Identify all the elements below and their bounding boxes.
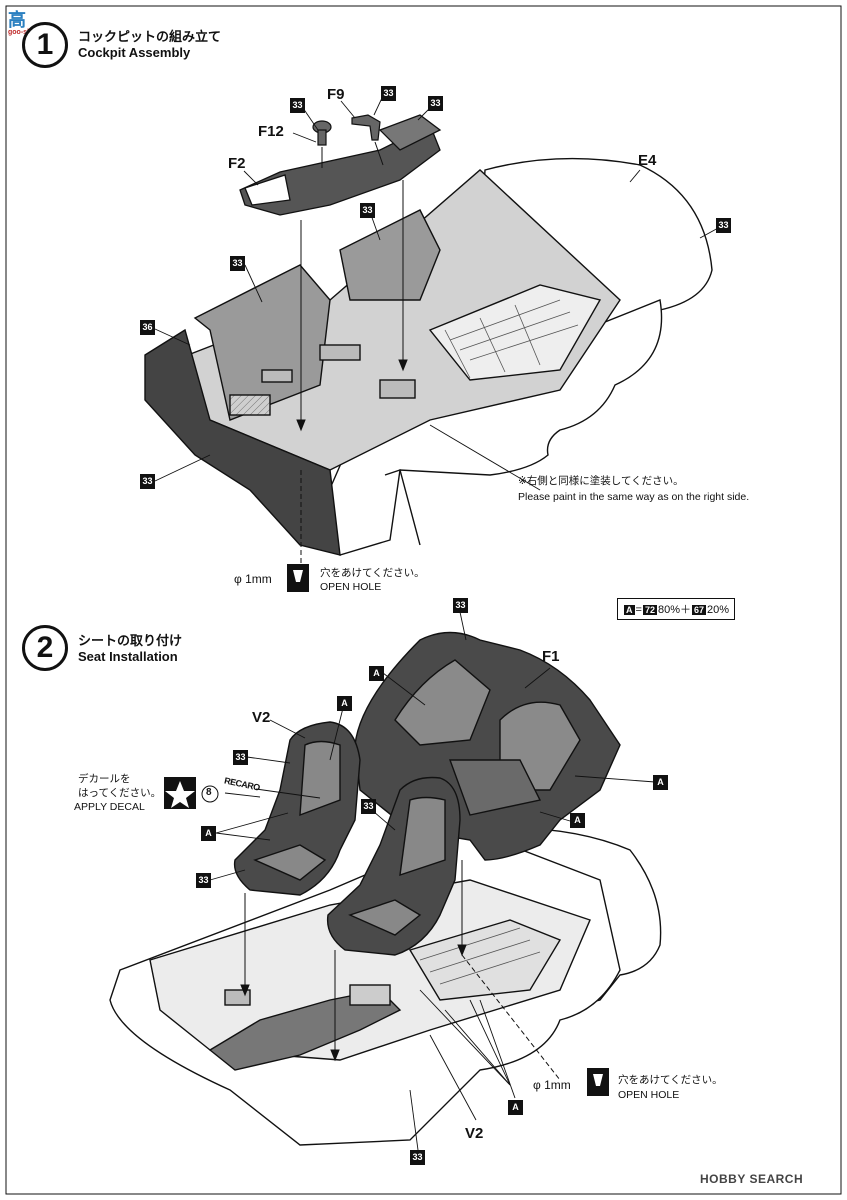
color-code-a: A — [508, 1100, 523, 1115]
color-code-33: 33 — [290, 98, 305, 113]
mix-percent-1: 80%＋ — [657, 604, 691, 616]
decal-number-circle — [201, 785, 219, 803]
tub-footwell — [428, 284, 602, 381]
part-label-f9: F9 — [327, 86, 345, 103]
part-label-e4: E4 — [638, 152, 657, 169]
drill-icon-1 — [287, 564, 309, 592]
color-code-a: A — [337, 696, 352, 711]
hole-size-2: φ 1mm — [533, 1078, 571, 1092]
tub-firewall-right — [339, 209, 441, 301]
leaders-step2 — [209, 611, 656, 1151]
mix-code-a: A — [624, 605, 635, 615]
tub2-console — [208, 989, 402, 1071]
color-code-33: 33 — [428, 96, 443, 111]
step-1-title-en: Cockpit Assembly — [78, 45, 191, 60]
step-2-title-en: Seat Installation — [78, 649, 178, 664]
part-label-f1: F1 — [542, 648, 560, 665]
color-code-33: 33 — [230, 256, 245, 271]
step-2-title-jp: シートの取り付け — [78, 633, 183, 648]
front-seat-left — [233, 721, 361, 896]
assembly-lines-step1 — [296, 141, 408, 565]
hole-note-en-1: OPEN HOLE — [320, 581, 382, 593]
color-code-33: 33 — [410, 1150, 425, 1165]
step-2-number: 2 — [22, 625, 68, 671]
decal-note-jp-2: はってください。 — [78, 787, 162, 799]
step-1-title-jp: コックピットの組み立て — [78, 29, 222, 44]
tub2-footwell — [408, 919, 562, 1001]
color-code-33: 33 — [233, 750, 248, 765]
decal-note-jp-1: デカールを — [78, 773, 131, 785]
watermark-bottom-text: HOBBY SEARCH — [700, 1172, 804, 1186]
part-label-f2: F2 — [228, 155, 246, 172]
handbrake-f9 — [351, 114, 381, 141]
color-code-33: 33 — [716, 218, 731, 233]
color-code-a: A — [369, 666, 384, 681]
hole-note-jp-1: 穴をあけてください。 — [320, 567, 425, 579]
mix-code-72: 72 — [642, 605, 657, 615]
color-code-33: 33 — [453, 598, 468, 613]
cockpit-tub-step1 — [144, 157, 713, 556]
color-code-a: A — [653, 775, 668, 790]
color-code-33: 33 — [361, 799, 376, 814]
watermark-top-glyph: 高 — [8, 10, 26, 30]
part-label-v2-top: V2 — [252, 709, 271, 726]
hole-note-en-2: OPEN HOLE — [618, 1089, 680, 1101]
tub-firewall-left — [193, 264, 331, 421]
color-code-33: 33 — [360, 203, 375, 218]
color-code-33: 33 — [196, 873, 211, 888]
decal-number: 8 — [206, 787, 212, 798]
console-f2 — [239, 114, 442, 216]
mix-percent-2: 20% — [707, 604, 730, 616]
paint-note-en: Please paint in the same way as on the r… — [518, 491, 750, 503]
color-code-33: 33 — [140, 474, 155, 489]
watermark-bottom: HOBBY SEARCH — [700, 1172, 803, 1186]
hole-size-1: φ 1mm — [234, 572, 272, 586]
mix-equals: = — [635, 604, 642, 616]
decal-note-en: APPLY DECAL — [74, 801, 145, 813]
color-code-a: A — [570, 813, 585, 828]
color-code-33: 33 — [381, 86, 396, 101]
star-icon — [164, 777, 196, 809]
drill-icon-2 — [587, 1068, 609, 1096]
tub-left-wall — [144, 328, 341, 556]
step-1-number: 1 — [22, 22, 68, 68]
rear-seat-f1 — [354, 631, 621, 861]
part-label-f12: F12 — [258, 123, 284, 140]
color-code-36: 36 — [140, 320, 155, 335]
assembly-lines-step2 — [240, 860, 561, 1081]
front-seat-right — [326, 776, 461, 956]
hole-note-jp-2: 穴をあけてください。 — [618, 1074, 723, 1086]
mix-code-67: 67 — [691, 605, 706, 615]
color-code-a: A — [201, 826, 216, 841]
page-frame — [5, 5, 842, 1195]
part-label-v2-bottom: V2 — [465, 1125, 484, 1142]
paint-note-jp: ※右側と同様に塗装してください。 — [518, 475, 684, 487]
